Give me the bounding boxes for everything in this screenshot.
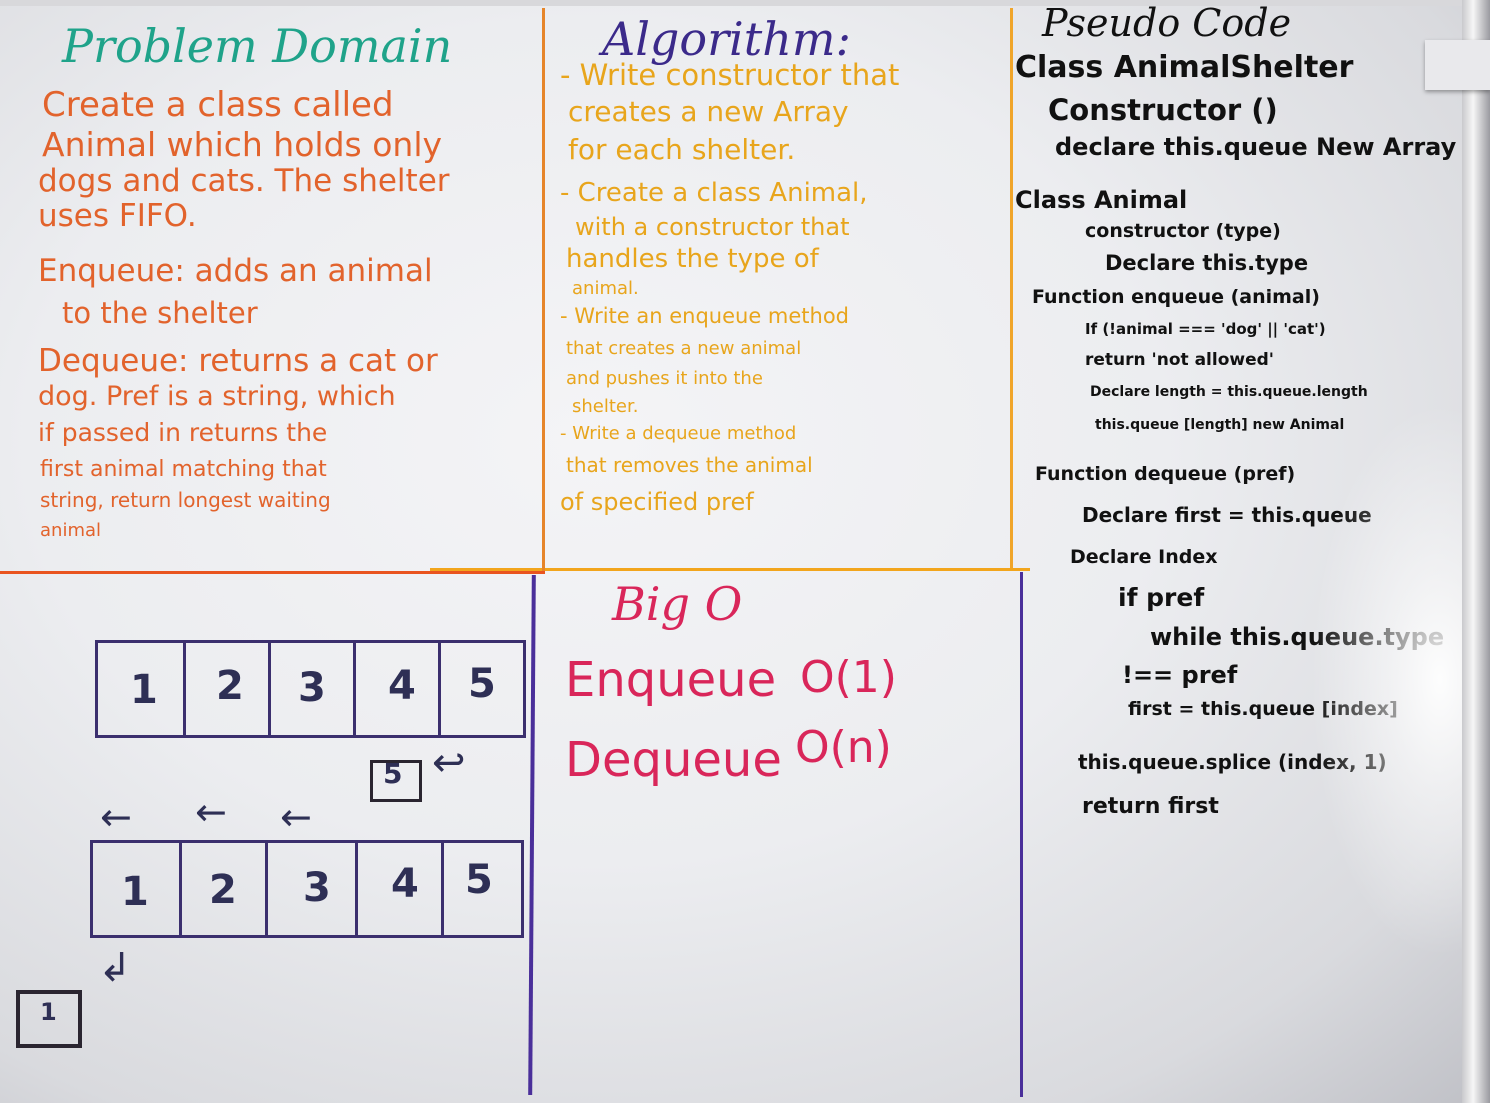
algorithm-line: - Write constructor that (560, 58, 900, 92)
algorithm-line: that removes the animal (566, 453, 813, 477)
big-o-enqueue-label: Enqueue (565, 652, 777, 708)
pseudo-code-line: If (!animal === 'dog' || 'cat') (1085, 320, 1326, 338)
problem-domain-title: Problem Domain (62, 19, 453, 73)
problem-domain-line: animal (40, 520, 102, 541)
queue-divider (353, 643, 356, 735)
algorithm-line: of specified pref (560, 488, 754, 516)
queue-bottom-cell: 3 (303, 865, 331, 911)
queue-top-cell: 5 (468, 661, 496, 707)
algorithm-title: Algorithm: (602, 12, 852, 66)
queue-top-cell: 3 (298, 665, 326, 711)
algorithm-line: that creates a new animal (566, 338, 802, 359)
queue-top-cell: 4 (388, 663, 416, 709)
pseudo-code-line: declare this.queue New Array (1055, 133, 1457, 161)
algorithm-line: creates a new Array (568, 95, 849, 128)
queue-bottom-cell: 1 (121, 869, 149, 915)
pseudo-code-line: !== pref (1122, 661, 1238, 689)
algorithm-line: - Write a dequeue method (560, 423, 797, 444)
problem-domain-line: string, return longest waiting (40, 488, 331, 512)
pseudo-code-line: Class AnimalShelter (1015, 50, 1354, 85)
outgoing-item-box: 1 (16, 990, 82, 1048)
eraser-holder (1425, 40, 1490, 90)
divider-horizontal-middle (430, 568, 1030, 571)
big-o-enqueue-value: O(1) (800, 652, 897, 703)
algorithm-line: with a constructor that (575, 213, 850, 241)
queue-divider (179, 843, 182, 935)
pseudo-code-line: Function enqueue (animal) (1032, 286, 1320, 308)
problem-domain-line: to the shelter (62, 296, 258, 330)
problem-domain-line: uses FIFO. (38, 198, 197, 234)
pseudo-code-line: Declare first = this.queue (1082, 503, 1372, 527)
incoming-item-box: 5 (370, 757, 422, 802)
problem-domain-line: Animal which holds only (42, 125, 443, 164)
queue-divider (265, 843, 268, 935)
pseudo-code-line: constructor (type) (1085, 220, 1281, 242)
pseudo-code-line: Declare length = this.queue.length (1090, 384, 1368, 400)
queue-top-cell: 2 (216, 663, 244, 709)
pseudo-code-line: return 'not allowed' (1085, 350, 1274, 370)
problem-domain-line: Enqueue: adds an animal (38, 253, 433, 289)
curved-down-arrow-icon: ↲ (98, 945, 132, 991)
algorithm-line: for each shelter. (568, 133, 796, 166)
outgoing-item-label: 1 (40, 998, 57, 1026)
algorithm-line: and pushes it into the (566, 368, 763, 389)
queue-divider (183, 643, 186, 735)
algorithm-line: animal. (572, 278, 639, 299)
divider-horizontal-left (0, 571, 545, 574)
queue-bottom-cell: 5 (465, 857, 493, 903)
pseudo-code-line: Class Animal (1015, 186, 1188, 214)
left-arrow-icon: ← (195, 790, 227, 834)
algorithm-line: - Create a class Animal, (560, 178, 868, 208)
divider-vertical-purple-left (528, 574, 536, 1096)
queue-top-cell: 1 (130, 667, 158, 713)
queue-bottom-cell: 4 (391, 861, 419, 907)
queue-bottom-cell: 2 (209, 867, 237, 913)
queue-diagram-bottom: 1 2 3 4 5 (90, 840, 524, 938)
problem-domain-line: Create a class called (42, 85, 394, 125)
algorithm-line: - Write an enqueue method (560, 304, 850, 328)
curved-arrow-icon: ↩ (432, 740, 466, 786)
pseudo-code-line: return first (1082, 794, 1219, 819)
problem-domain-line: Dequeue: returns a cat or (38, 343, 438, 379)
divider-vertical-purple-right (1020, 572, 1023, 1097)
problem-domain-line: dog. Pref is a string, which (38, 381, 396, 412)
pseudo-code-line: Declare this.type (1105, 251, 1309, 275)
algorithm-line: shelter. (572, 396, 639, 417)
incoming-item-label: 5 (383, 757, 403, 790)
board-frame-right (1462, 0, 1490, 1103)
light-glare (1300, 380, 1490, 980)
pseudo-code-line: if pref (1118, 583, 1205, 612)
problem-domain-line: if passed in returns the (38, 418, 328, 447)
pseudo-code-line: Declare Index (1070, 546, 1218, 568)
queue-divider (438, 643, 441, 735)
board-frame-top (0, 0, 1490, 6)
algorithm-line: handles the type of (566, 244, 819, 274)
left-arrow-icon: ← (100, 795, 132, 839)
big-o-dequeue-value: O(n) (795, 722, 892, 773)
pseudo-code-line: this.queue [length] new Animal (1095, 417, 1345, 433)
queue-divider (441, 843, 444, 935)
left-arrow-icon: ← (280, 795, 312, 839)
queue-divider (268, 643, 271, 735)
divider-vertical-right (1010, 8, 1013, 568)
big-o-title: Big O (612, 577, 743, 631)
pseudo-code-title: Pseudo Code (1042, 1, 1292, 45)
queue-divider (355, 843, 358, 935)
pseudo-code-line: Constructor () (1048, 93, 1278, 127)
pseudo-code-line: Function dequeue (pref) (1035, 463, 1296, 485)
problem-domain-line: dogs and cats. The shelter (38, 163, 450, 199)
divider-vertical-left (542, 8, 545, 571)
big-o-dequeue-label: Dequeue (565, 732, 782, 788)
problem-domain-line: first animal matching that (40, 457, 327, 482)
queue-diagram-top: 1 2 3 4 5 (95, 640, 526, 738)
